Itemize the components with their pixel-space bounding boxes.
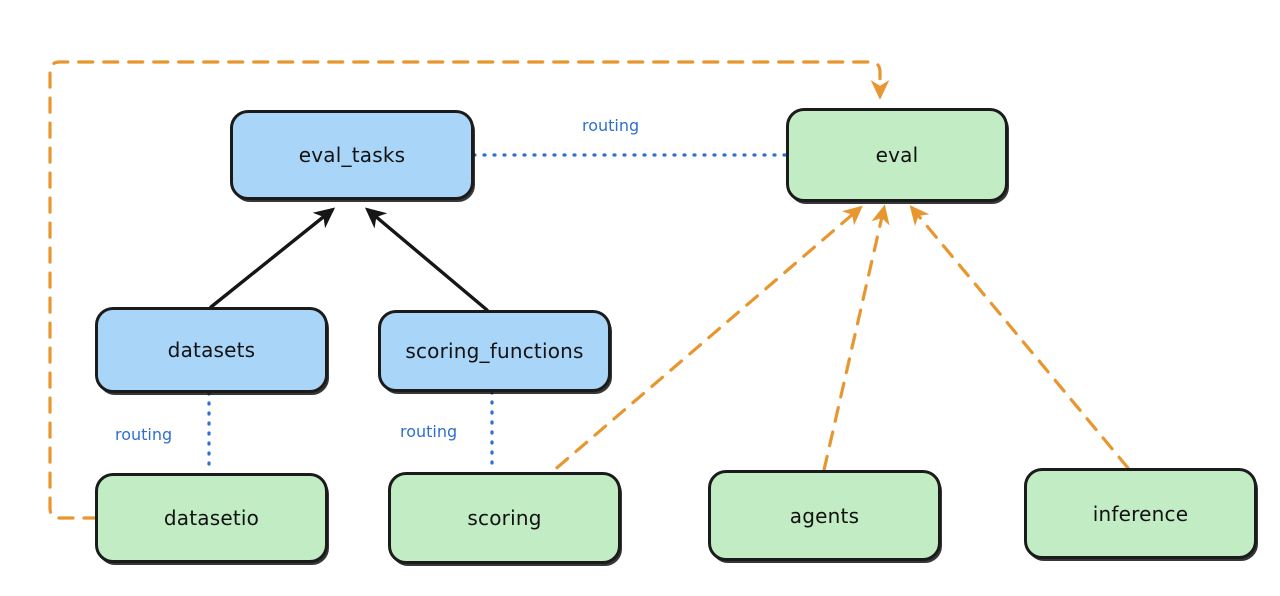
node-eval-label: eval [875,143,919,167]
edge-label-routing-scoring-functions: routing [396,422,462,441]
edge-scoring-to-eval [536,205,863,486]
node-datasets[interactable]: datasets [95,307,328,393]
node-agents[interactable]: agents [708,470,941,561]
node-inference[interactable]: inference [1024,468,1257,559]
edge-inference-to-eval [909,205,1130,470]
node-datasetio[interactable]: datasetio [95,473,328,563]
node-agents-label: agents [789,503,860,528]
node-scoring-functions-label: scoring_functions [405,339,584,363]
edge-datasets-to-eval-tasks [209,207,336,309]
edge-label-routing-eval-tasks: routing [578,116,644,135]
edge-scoring-functions-to-eval-tasks [364,207,489,312]
node-eval[interactable]: eval [786,108,1008,202]
edge-label-routing-datasets: routing [111,425,177,444]
node-datasets-label: datasets [167,338,256,362]
node-eval-tasks[interactable]: eval_tasks [230,110,474,200]
edge-agents-to-eval [822,204,890,472]
node-scoring[interactable]: scoring [388,472,621,564]
node-inference-label: inference [1092,501,1189,526]
edge-datasetio-to-eval [48,60,890,520]
node-datasetio-label: datasetio [163,506,260,530]
node-scoring-label: scoring [467,506,542,530]
node-eval-tasks-label: eval_tasks [298,143,406,167]
node-scoring-functions[interactable]: scoring_functions [378,310,611,392]
